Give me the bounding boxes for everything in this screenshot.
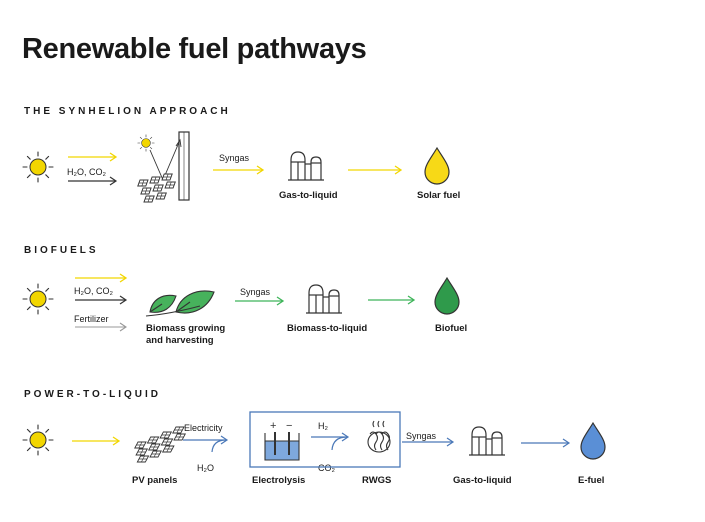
solar-tower-icon (137, 131, 190, 203)
svg-text:+: + (270, 420, 276, 432)
electricity-label: Electricity (184, 423, 223, 433)
rwgs-label: RWGS (362, 475, 392, 486)
e-fuel-drop-icon (580, 421, 606, 460)
ptl-gas-to-liquid-icon (468, 426, 506, 456)
arrow-blue-h2 (311, 432, 350, 451)
arrow-green-2 (368, 295, 416, 305)
biofuels-product-label: Biofuel (435, 323, 468, 334)
h2o-label: H₂O (197, 463, 214, 473)
arrow-green-syngas (235, 296, 285, 306)
arrow-blue-2 (521, 438, 571, 448)
gas-to-liquid-icon (287, 151, 325, 181)
sun-icon (22, 151, 54, 183)
ptl-syngas-label: Syngas (406, 431, 437, 441)
sun-icon-3 (22, 424, 54, 456)
electrolysis-label: Electrolysis (252, 475, 306, 486)
arrow-blue-electricity (183, 435, 229, 453)
arrow-black-bio (75, 295, 128, 305)
svg-text:−: − (286, 420, 292, 432)
biofuels-fertilizer-label: Fertilizer (74, 314, 109, 324)
biofuels-input-label: H₂O, CO₂ (74, 286, 113, 296)
synhelion-syngas-label: Syngas (219, 153, 250, 163)
section-heading-biofuels: BIOFUELS (24, 245, 99, 256)
rwgs-icon (367, 420, 391, 453)
synhelion-input-label: H₂O, CO₂ (67, 167, 106, 177)
pv-panels-icon (134, 426, 186, 463)
arrow-yellow-1 (68, 152, 118, 162)
biofuel-drop-icon (434, 276, 460, 315)
h2-label: H₂ (318, 421, 328, 431)
arrow-blue-syngas (402, 437, 455, 447)
arrow-yellow-syngas-1 (213, 165, 265, 175)
arrow-black-1 (68, 176, 118, 186)
pv-label: PV panels (132, 475, 178, 486)
arrow-yellow-2 (348, 165, 403, 175)
biomass-to-liquid-icon (305, 284, 343, 314)
section-heading-ptl: POWER-TO-LIQUID (24, 389, 162, 400)
section-heading-synhelion: THE SYNHELION APPROACH (24, 106, 231, 117)
sun-icon-2 (22, 283, 54, 315)
solar-fuel-drop-icon (424, 146, 450, 185)
biofuels-syngas-label: Syngas (240, 287, 271, 297)
arrow-yellow-bio (75, 273, 128, 283)
biomass-leaf-icon (145, 290, 215, 317)
biomass-label: Biomass growing and harvesting (146, 323, 226, 346)
electrolysis-icon: + − (264, 420, 300, 461)
arrow-yellow-ptl (72, 436, 121, 446)
ptl-gtl-label: Gas-to-liquid (453, 475, 512, 486)
ptl-product-label: E-fuel (578, 475, 605, 486)
co2-label: CO₂ (318, 463, 335, 473)
synhelion-product-label: Solar fuel (417, 190, 461, 201)
page-title: Renewable fuel pathways (22, 33, 367, 65)
process-box (249, 411, 401, 468)
synhelion-gtl-label: Gas-to-liquid (279, 190, 338, 201)
btl-label: Biomass-to-liquid (287, 323, 368, 334)
arrow-gray-fertilizer (75, 322, 127, 332)
